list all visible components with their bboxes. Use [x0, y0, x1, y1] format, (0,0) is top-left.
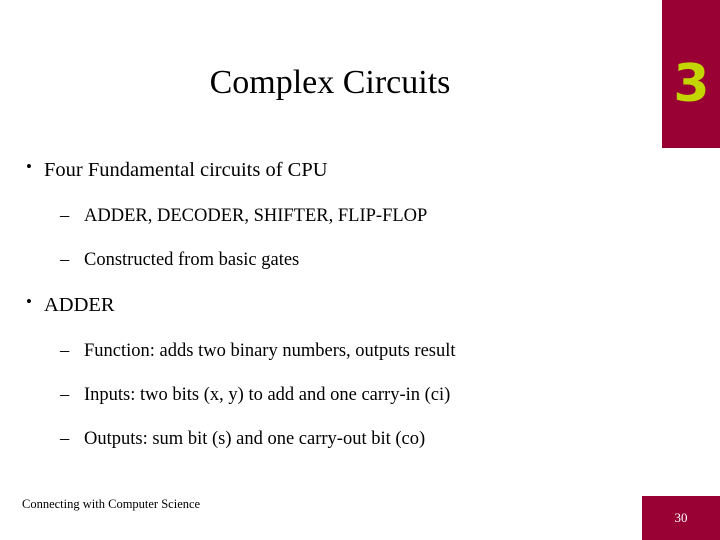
slide-body: • Four Fundamental circuits of CPU – ADD… [22, 157, 682, 472]
dash-marker: – [60, 340, 70, 361]
bullet-text: ADDER, DECODER, SHIFTER, FLIP-FLOP [84, 205, 428, 226]
dash-marker: – [60, 249, 70, 270]
bullet-marker: • [26, 157, 32, 176]
bullet-level2: – Outputs: sum bit (s) and one carry-out… [22, 428, 682, 450]
chapter-number: 3 [673, 54, 709, 114]
bullet-text: Function: adds two binary numbers, outpu… [84, 340, 456, 361]
bullet-level1: • Four Fundamental circuits of CPU [22, 157, 682, 183]
footer-accent-band [642, 496, 720, 540]
bullet-text: Four Fundamental circuits of CPU [44, 159, 328, 181]
bullet-text: Outputs: sum bit (s) and one carry-out b… [84, 428, 426, 449]
dash-marker: – [60, 428, 70, 449]
bullet-level2: – Function: adds two binary numbers, out… [22, 340, 682, 362]
page-number: 30 [674, 510, 688, 525]
page-title: Complex Circuits [209, 64, 451, 101]
footer-book-title: Connecting with Computer Science [22, 497, 201, 511]
dash-marker: – [60, 384, 70, 405]
bullet-text: ADDER [44, 293, 115, 316]
dash-marker: – [60, 205, 70, 226]
corner-accent-band [662, 0, 720, 148]
bullet-level1: • ADDER [22, 291, 682, 318]
bullet-text: Constructed from basic gates [84, 249, 300, 270]
bullet-marker: • [26, 291, 32, 311]
bullet-text: Inputs: two bits (x, y) to add and one c… [84, 384, 451, 405]
bullet-level2: – ADDER, DECODER, SHIFTER, FLIP-FLOP [22, 205, 682, 227]
bullet-level2: – Inputs: two bits (x, y) to add and one… [22, 384, 682, 406]
bullet-level2: – Constructed from basic gates [22, 249, 682, 271]
